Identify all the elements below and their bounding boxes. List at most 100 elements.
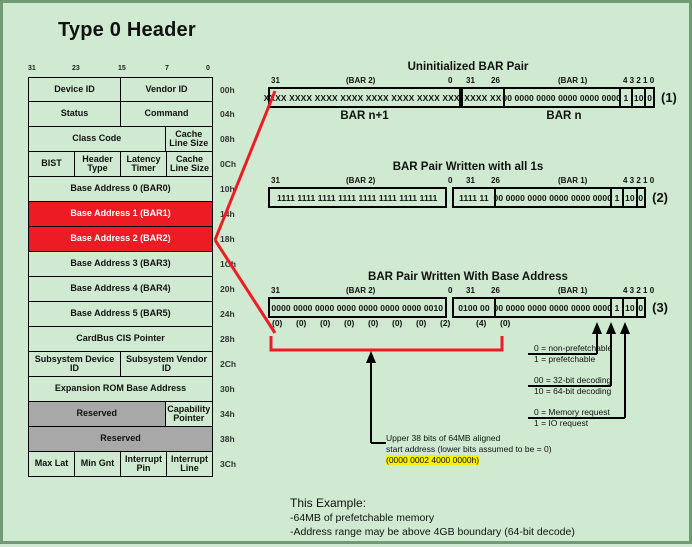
header-row-offset: 2Ch: [220, 359, 237, 369]
bit-labels-4-to-0: 4 3 2 1 0: [623, 176, 655, 185]
header-row: Base Address 1 (BAR1)14h: [28, 202, 235, 227]
hex-nibble: (0): [368, 318, 379, 328]
header-cell: Capability Pointer: [164, 402, 212, 426]
bar-field-bit-0: 0: [635, 299, 645, 316]
hex-nibble: (0): [392, 318, 403, 328]
header-row-offset: 28h: [220, 334, 235, 344]
header-row: Base Address 2 (BAR2)18h: [28, 227, 235, 252]
header-cell: Subsystem Vendor ID: [120, 352, 212, 376]
hex-nibble-row: (0)(0)(0)(0)(0)(0)(0)(2)(4)(0): [268, 318, 668, 331]
header-cell: Reserved: [29, 402, 165, 426]
example-notes: This Example: -64MB of prefetchable memo…: [290, 495, 575, 540]
bar1-name-label: (BAR 1): [558, 286, 588, 295]
bar2-name-label: (BAR 2): [346, 286, 376, 295]
bar-field-bits-31-26: 1111 11: [459, 192, 489, 203]
legend-decoding-00: 00 = 32-bit decoding: [534, 375, 612, 385]
bit-label-upper-31: 31: [271, 76, 280, 85]
header-row: Base Address 3 (BAR3) 1Ch: [28, 252, 236, 277]
bit-label-upper-0: 0: [448, 286, 453, 295]
header-row: Base Address 4 (BAR4)20h: [28, 277, 235, 302]
header-cell: CardBus CIS Pointer: [29, 327, 212, 351]
bar-field-bits-25-4: 00 0000 0000 0000 0000 0000: [502, 89, 621, 106]
header-cell: Cache Line Size: [166, 152, 212, 176]
header-cell: Expansion ROM Base Address: [29, 377, 212, 401]
bit-label-upper-31: 31: [271, 176, 280, 185]
header-cell: Class Code: [29, 127, 165, 151]
legend-decoding: 00 = 32-bit decoding 10 = 64-bit decodin…: [534, 375, 611, 398]
header-row-offset: 24h: [220, 309, 235, 319]
ruler-tick-23: 23: [72, 65, 80, 72]
header-row: Reserved 38h: [28, 427, 235, 452]
header-row-offset: 38h: [220, 434, 235, 444]
legend-request-type: 0 = Memory request 1 = IO request: [534, 407, 610, 430]
header-cell: Base Address 1 (BAR1): [29, 202, 212, 226]
hex-nibble: (0): [344, 318, 355, 328]
bar-field-bits-2-1: 10: [622, 299, 635, 316]
bar1-name-label: (BAR 1): [558, 176, 588, 185]
bar2-name-label: (BAR 2): [346, 176, 376, 185]
header-row: Base Address 0 (BAR0)10h: [28, 177, 235, 202]
bar-upper-register: 1111 1111 1111 1111 1111 1111 1111 1111: [268, 187, 447, 208]
bit-label-lower-26: 26: [491, 76, 500, 85]
bit-label-upper-0: 0: [448, 76, 453, 85]
bar-field-bit-0: 0: [644, 89, 653, 106]
bar-diagram-title: BAR Pair Written with all 1s: [392, 161, 544, 173]
bar-bit-labels: 31 (BAR 2) 0 31 26 (BAR 1) 4 3 2 1 0: [268, 176, 668, 187]
bit-labels-4-to-0: 4 3 2 1 0: [623, 76, 655, 85]
annotation-hex-value: (0000 0002 4000 0000h): [386, 455, 480, 466]
header-cell: Status: [29, 102, 120, 126]
bar-field-bits-31-26: 0100 00: [458, 302, 490, 313]
legend-memory-request: 0 = Memory request: [534, 407, 610, 417]
header-row: CardBus CIS Pointer 28h: [28, 327, 235, 352]
header-row-offset: 20h: [220, 284, 235, 294]
header-cell: Reserved: [29, 427, 212, 451]
header-row-offset: 1Ch: [220, 259, 237, 269]
bar-diagram-marker: (2): [652, 190, 668, 205]
example-bullet-1: -64MB of prefetchable memory: [290, 512, 435, 525]
bit-label-lower-26: 26: [491, 176, 500, 185]
bar-n-plus-1-label: BAR n+1: [340, 110, 389, 122]
bar1-name-label: (BAR 1): [558, 76, 588, 85]
bar-field-bits-25-4: 00 0000 0000 0000 0000 0000: [494, 189, 612, 206]
ruler-tick-15: 15: [118, 65, 126, 72]
bit-labels-4-to-0: 4 3 2 1 0: [623, 286, 655, 295]
bar-diagram-marker: (3): [652, 300, 668, 315]
header-row-offset: 10h: [220, 184, 235, 194]
bar-field-bit-0: 0: [635, 189, 645, 206]
annotation-line-1: Upper 38 bits of 64MB aligned: [386, 433, 501, 443]
bit-label-lower-26: 26: [491, 286, 500, 295]
hex-nibble: (4): [476, 318, 487, 328]
bit-label-upper-0: 0: [448, 176, 453, 185]
header-row-offset: 00h: [220, 84, 235, 95]
header-cell: BIST: [29, 152, 74, 176]
legend-prefetch-1: 1 = prefetchable: [534, 354, 596, 365]
page-title: Type 0 Header: [58, 19, 196, 41]
bar-field-bit-3: 1: [609, 299, 622, 316]
hex-nibble: (0): [320, 318, 331, 328]
bar-diagram-title: Uninitialized BAR Pair: [407, 61, 529, 73]
header-row: Base Address 5 (BAR5)24h: [28, 302, 235, 327]
legend-decoding-10: 10 = 64-bit decoding: [534, 386, 612, 397]
bar-upper-value: XXXX XXXX XXXX XXXX XXXX XXXX XXXX XXXX: [263, 92, 466, 103]
bar-diagram-marker: (1): [661, 90, 677, 105]
header-cell: Subsystem Device ID: [29, 352, 120, 376]
header-cell: Device ID: [29, 78, 120, 101]
legend-prefetchable: 0 = non-prefetchable 1 = prefetchable: [534, 343, 612, 366]
header-cell: Cache Line Size: [164, 127, 212, 151]
header-cell: Base Address 3 (BAR3): [29, 252, 212, 276]
red-nibble-bracket: [269, 336, 504, 352]
bit-label-lower-31: 31: [466, 176, 475, 185]
header-cell: Vendor ID: [120, 78, 212, 101]
